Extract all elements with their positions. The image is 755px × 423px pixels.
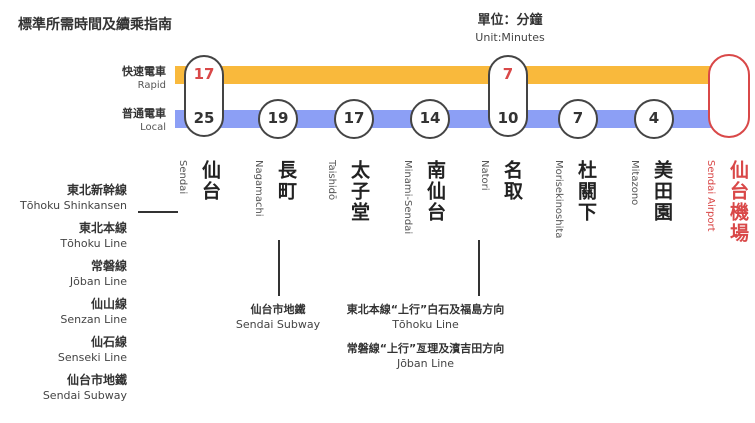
station-sendai-en: Sendai: [177, 160, 188, 195]
station-sendai-zh: 仙台: [199, 160, 221, 202]
legend-rapid-en: Rapid: [137, 80, 166, 91]
local-time-minami-sendai: 14: [419, 109, 441, 127]
station-natori-zh: 名取: [501, 160, 523, 202]
nagamachi-transfer-zh: 仙台市地鐵: [250, 303, 306, 316]
rapid-time-sendai: 17: [193, 65, 215, 83]
nagamachi-transfer: 仙台市地鐵 Sendai Subway: [208, 302, 348, 332]
nagamachi-connector-line: [278, 240, 280, 296]
station-marker-sendai: [184, 55, 224, 137]
sendai-connector-line: [138, 211, 178, 213]
station-natori-en: Natori: [479, 160, 490, 191]
rapid-time-natori: 7: [502, 65, 514, 83]
legend-local-zh: 普通電車: [122, 107, 166, 120]
station-marker-nagamachi: [258, 99, 298, 139]
legend-rapid: 快速電車 Rapid: [122, 65, 166, 92]
local-time-taishido: 17: [343, 109, 365, 127]
local-time-sendai: 25: [193, 109, 215, 127]
station-mitazono-zh: 美田園: [651, 160, 673, 223]
nagamachi-transfer-en: Sendai Subway: [235, 318, 321, 331]
local-time-nagamachi: 19: [267, 109, 289, 127]
station-marker-natori: [488, 55, 528, 137]
local-time-morisekinoshita: 7: [572, 109, 584, 127]
natori-transfer-joban: 常磐線“上行”亙理及濱吉田方向 Jōban Line: [318, 341, 533, 371]
station-morisekinoshita-en: Morisekinoshita: [553, 160, 564, 239]
natori-transfer-joban-en: Jōban Line: [396, 357, 455, 370]
station-taishido-en: Taishidō: [326, 160, 337, 201]
transfer-line-sendai-subway: 仙台市地鐵 Sendai Subway: [42, 373, 127, 402]
station-minami-sendai-zh: 南仙台: [424, 160, 446, 223]
rapid-line-bar: [175, 66, 733, 84]
natori-transfer-tohoku: 東北本線“上行”白石及福島方向 Tōhoku Line: [318, 302, 533, 332]
transfer-line-joban: 常磐線 Jōban Line: [69, 259, 127, 288]
legend-rapid-zh: 快速電車: [122, 65, 166, 78]
natori-transfer-joban-zh: 常磐線“上行”亙理及濱吉田方向: [346, 342, 505, 355]
station-marker-morisekinoshita: [558, 99, 598, 139]
transfer-line-tohoku: 東北本線 Tōhoku Line: [60, 221, 127, 250]
transfer-line-senzan: 仙山線 Senzan Line: [60, 297, 127, 326]
station-marker-sendai-airport: [708, 54, 750, 138]
station-marker-mitazono: [634, 99, 674, 139]
station-nagamachi-zh: 長町: [275, 160, 297, 202]
local-time-mitazono: 4: [648, 109, 660, 127]
local-time-natori: 10: [497, 109, 519, 127]
unit-label-zh: 單位：分鐘: [477, 13, 543, 28]
natori-transfer-tohoku-zh: 東北本線“上行”白石及福島方向: [346, 303, 505, 316]
station-minami-sendai-en: Minami-Sendai: [402, 160, 413, 235]
transfer-line-tohoku-shinkansen: 東北新幹線 Tōhoku Shinkansen: [20, 183, 127, 212]
legend-local: 普通電車 Local: [122, 107, 166, 134]
station-sendai-airport-en: Sendai Airport: [705, 160, 716, 232]
station-sendai-airport-zh: 仙台機場: [727, 160, 749, 244]
station-marker-taishido: [334, 99, 374, 139]
sendai-transfer-lines: 東北新幹線 Tōhoku Shinkansen 東北本線 Tōhoku Line…: [20, 182, 127, 410]
station-nagamachi-en: Nagamachi: [253, 160, 264, 217]
unit-label-en: Unit:Minutes: [475, 31, 545, 44]
station-mitazono-en: Mitazono: [629, 160, 640, 206]
page-title: 標準所需時間及續乘指南: [18, 17, 172, 33]
transfer-line-senseki: 仙石線 Senseki Line: [57, 335, 127, 364]
natori-transfer-tohoku-en: Tōhoku Line: [392, 318, 459, 331]
station-marker-minami-sendai: [410, 99, 450, 139]
station-taishido-zh: 太子堂: [348, 160, 370, 223]
legend-local-en: Local: [140, 122, 166, 133]
natori-connector-line: [478, 240, 480, 296]
station-morisekinoshita-zh: 杜關下: [575, 160, 597, 223]
